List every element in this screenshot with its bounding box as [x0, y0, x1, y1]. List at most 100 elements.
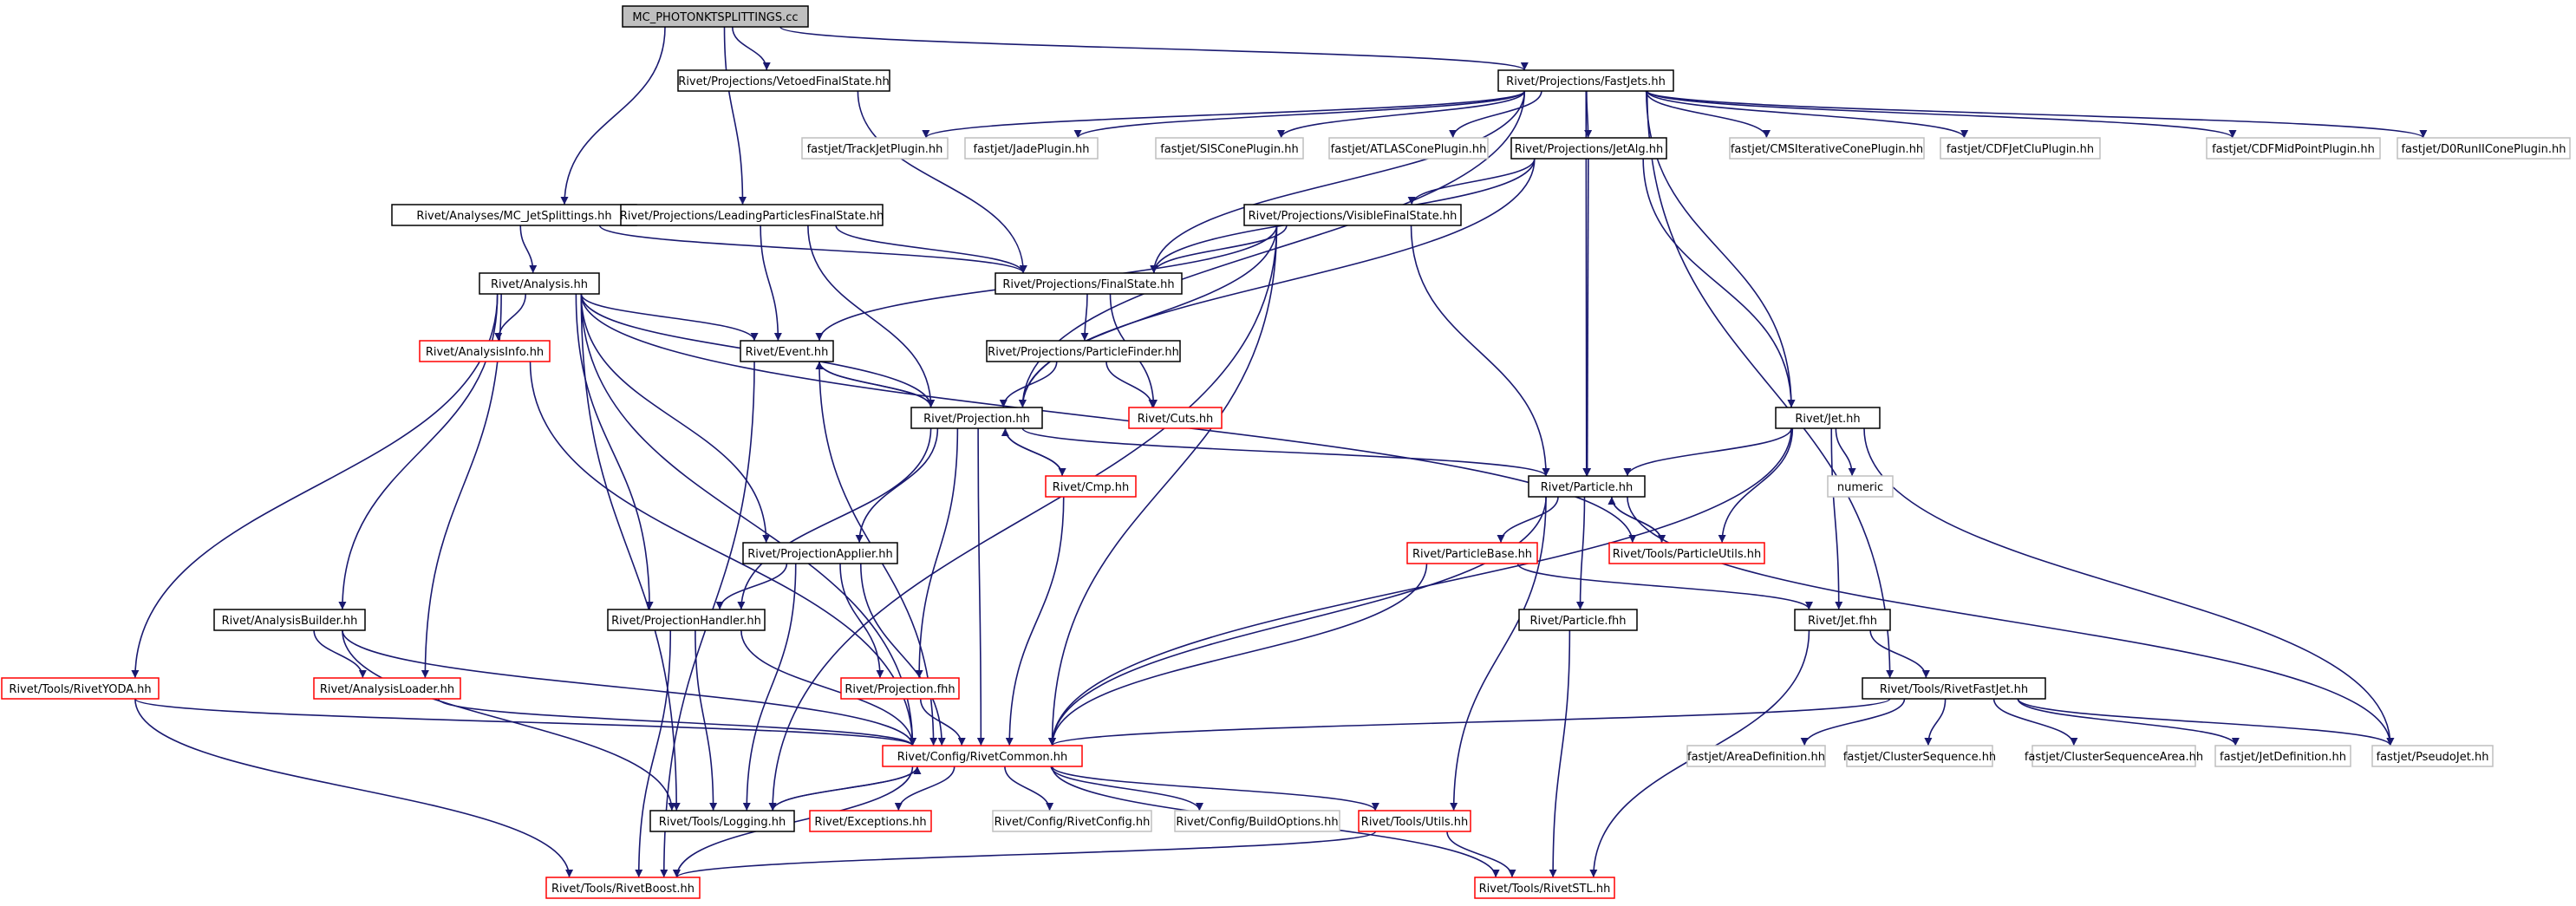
edge-n2-n6 — [1073, 90, 1526, 139]
edge-n14-n16 — [1150, 225, 1288, 274]
edge-n14-n24 — [1410, 225, 1550, 477]
edge-n26-n43 — [742, 563, 797, 811]
node-n19[interactable]: Rivet/Projections/ParticleFinder.hh — [986, 340, 1181, 362]
node-n32[interactable]: Rivet/Jet.fhh — [1794, 609, 1891, 631]
edge-n4-n21 — [807, 225, 936, 408]
node-box — [649, 810, 795, 832]
node-n26[interactable]: Rivet/ProjectionApplier.hh — [742, 542, 898, 564]
node-n49[interactable]: Rivet/Tools/RivetSTL.hh — [1474, 877, 1615, 899]
node-n24[interactable]: Rivet/Particle.hh — [1528, 475, 1646, 498]
edge-n4-n18 — [760, 225, 782, 342]
node-box — [313, 677, 461, 700]
node-label: Rivet/Projections/JetAlg.hh — [1515, 143, 1664, 156]
node-n21[interactable]: Rivet/Projection.hh — [910, 407, 1043, 429]
node-n43[interactable]: Rivet/Tools/Logging.hh — [649, 810, 795, 832]
node-box — [801, 137, 949, 160]
node-n17[interactable]: Rivet/AnalysisInfo.hh — [419, 340, 551, 362]
edge-n36-n40 — [1992, 698, 2078, 746]
node-n27[interactable]: Rivet/ParticleBase.hh — [1406, 542, 1538, 564]
node-n13[interactable]: fastjet/D0RunIIConePlugin.hh — [2397, 137, 2571, 160]
node-n12[interactable]: fastjet/CDFMidPointPlugin.hh — [2206, 137, 2381, 160]
node-label: Rivet/Tools/RivetSTL.hh — [1479, 883, 1611, 896]
node-label: Rivet/Jet.hh — [1795, 413, 1860, 426]
edge-n37-n47 — [1051, 766, 1379, 811]
node-n33[interactable]: Rivet/Tools/RivetYODA.hh — [1, 677, 160, 700]
edge-n22-n28 — [1718, 427, 1794, 544]
edge-n21-n35 — [915, 427, 959, 679]
node-n6[interactable]: fastjet/JadePlugin.hh — [964, 137, 1099, 160]
node-n45[interactable]: Rivet/Config/RivetConfig.hh — [992, 810, 1152, 832]
edge-n29-n37 — [342, 629, 916, 746]
node-n42[interactable]: fastjet/PseudoJet.hh — [2371, 745, 2494, 767]
node-n35[interactable]: Rivet/Projection.fhh — [840, 677, 960, 700]
node-n25[interactable]: numeric — [1827, 475, 1894, 498]
node-label: Rivet/Particle.hh — [1541, 481, 1633, 494]
node-label: Rivet/Exceptions.hh — [814, 816, 926, 829]
edge-n2-n16 — [1150, 90, 1526, 274]
node-n10[interactable]: fastjet/CMSIterativeConePlugin.hh — [1729, 137, 1925, 160]
node-n48[interactable]: Rivet/Tools/RivetBoost.hh — [545, 877, 701, 899]
node-n14[interactable]: Rivet/Projections/VisibleFinalState.hh — [1243, 204, 1462, 226]
node-box — [986, 340, 1181, 362]
edge-n2-n10 — [1645, 90, 1771, 139]
edge-n2-n5 — [922, 90, 1526, 139]
node-box — [1358, 810, 1471, 832]
node-box — [1474, 877, 1615, 899]
node-n3[interactable]: Rivet/Analyses/MC_JetSplittings.hh — [391, 204, 637, 226]
node-n20[interactable]: Rivet/Cuts.hh — [1128, 407, 1223, 429]
edge-n2-n24 — [1582, 90, 1591, 477]
edge-n23-n37 — [1005, 496, 1065, 746]
edge-n29-n34 — [313, 629, 367, 679]
edge-n36-n39 — [1924, 698, 1947, 746]
node-label: Rivet/AnalysisBuilder.hh — [222, 615, 358, 628]
edge-n30-n43 — [695, 629, 718, 811]
node-box — [1510, 137, 1667, 160]
node-n1[interactable]: Rivet/Projections/VetoedFinalState.hh — [677, 69, 890, 92]
node-n4[interactable]: Rivet/Projections/LeadingParticlesFinalS… — [620, 204, 884, 226]
node-n0[interactable]: MC_PHOTONKTSPLITTINGS.cc — [622, 5, 809, 28]
node-label: Rivet/ParticleBase.hh — [1412, 548, 1532, 561]
node-n31[interactable]: Rivet/Particle.fhh — [1518, 609, 1638, 631]
node-n41[interactable]: fastjet/JetDefinition.hh — [2214, 745, 2351, 767]
node-n28[interactable]: Rivet/Tools/ParticleUtils.hh — [1608, 542, 1765, 564]
node-n5[interactable]: fastjet/TrackJetPlugin.hh — [801, 137, 949, 160]
node-n2[interactable]: Rivet/Projections/FastJets.hh — [1497, 69, 1674, 92]
node-label: fastjet/CDFMidPointPlugin.hh — [2212, 143, 2375, 156]
node-n40[interactable]: fastjet/ClusterSequenceArea.hh — [2025, 745, 2203, 767]
edge-n2-n9 — [1584, 90, 1593, 139]
node-n16[interactable]: Rivet/Projections/FinalState.hh — [995, 272, 1183, 295]
node-n29[interactable]: Rivet/AnalysisBuilder.hh — [213, 609, 366, 631]
node-label: Rivet/Analyses/MC_JetSplittings.hh — [416, 210, 611, 223]
node-n39[interactable]: fastjet/ClusterSequence.hh — [1843, 745, 1996, 767]
node-n37[interactable]: Rivet/Config/RivetCommon.hh — [882, 745, 1083, 767]
edge-n30-n37 — [740, 629, 916, 746]
node-n8[interactable]: fastjet/ATLASConePlugin.hh — [1328, 137, 1489, 160]
node-box — [1, 677, 160, 700]
node-n11[interactable]: fastjet/CDFJetCluPlugin.hh — [1940, 137, 2101, 160]
edge-n15-n37 — [580, 293, 916, 746]
node-box — [1406, 542, 1538, 564]
node-n22[interactable]: Rivet/Jet.hh — [1775, 407, 1881, 429]
node-box — [910, 407, 1043, 429]
node-n15[interactable]: Rivet/Analysis.hh — [479, 272, 600, 295]
node-n9[interactable]: Rivet/Projections/JetAlg.hh — [1510, 137, 1667, 160]
edge-n9-n22 — [1642, 158, 1796, 408]
node-n23[interactable]: Rivet/Cmp.hh — [1045, 475, 1137, 498]
node-n30[interactable]: Rivet/ProjectionHandler.hh — [607, 609, 766, 631]
node-n38[interactable]: fastjet/AreaDefinition.hh — [1686, 745, 1826, 767]
edge-n36-n37 — [1048, 698, 1891, 746]
node-label: Rivet/Projection.hh — [923, 413, 1030, 426]
edge-n31-n49 — [1549, 629, 1571, 878]
node-n44[interactable]: Rivet/Exceptions.hh — [809, 810, 932, 832]
node-box — [809, 810, 932, 832]
node-n7[interactable]: fastjet/SISConePlugin.hh — [1155, 137, 1304, 160]
node-box — [620, 204, 884, 226]
node-box — [1862, 677, 2046, 700]
node-n47[interactable]: Rivet/Tools/Utils.hh — [1358, 810, 1471, 832]
node-n46[interactable]: Rivet/Config/BuildOptions.hh — [1174, 810, 1340, 832]
edge-n2-n13 — [1646, 90, 2428, 139]
node-n18[interactable]: Rivet/Event.hh — [740, 340, 834, 362]
node-n36[interactable]: Rivet/Tools/RivetFastJet.hh — [1862, 677, 2046, 700]
node-n34[interactable]: Rivet/AnalysisLoader.hh — [313, 677, 461, 700]
node-box — [840, 677, 960, 700]
